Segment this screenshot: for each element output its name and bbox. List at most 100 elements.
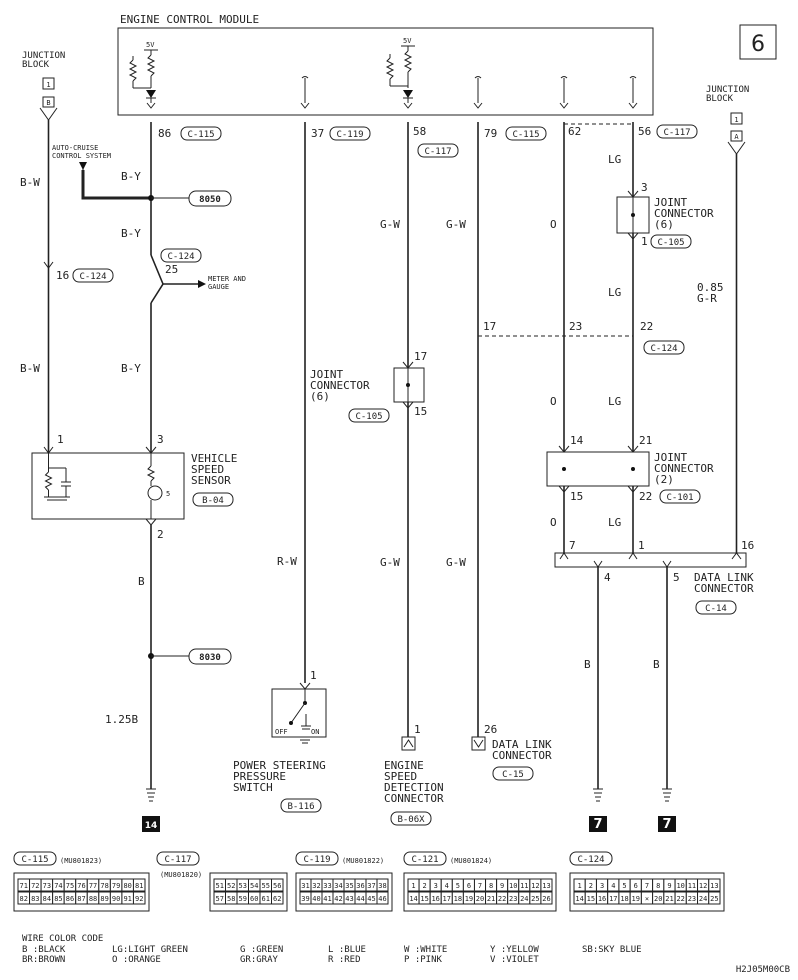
jc-bot-code-oval — [659, 489, 701, 504]
jc-bot-pin-22: 22 — [639, 490, 652, 503]
connector-pin-number: 79 — [112, 882, 120, 890]
jc-bot-code: C-101 — [666, 493, 693, 503]
connector-pin-number: 58 — [227, 895, 235, 903]
esd-code: B-06X — [397, 815, 425, 825]
connector-pin-number: 4 — [611, 882, 615, 890]
connector-pin-number: 32 — [312, 882, 320, 890]
connector-pin-number: 23 — [688, 895, 696, 903]
connector-pin-number: 91 — [123, 895, 131, 903]
page-number-box — [739, 24, 777, 60]
label-line: CONNECTOR — [694, 582, 754, 595]
connector-pin-number: 40 — [312, 895, 320, 903]
wire-gw-label-1: G-W — [380, 218, 400, 231]
connector-pin-number: 20 — [654, 895, 662, 903]
connector-pin-number: 78 — [100, 882, 108, 890]
connector-pin-number: 35 — [345, 882, 353, 890]
c117-label-a: C-117 — [424, 147, 451, 157]
dlc-c15-code-oval — [492, 766, 534, 781]
ecm-pin-37: 37 — [311, 127, 324, 140]
connector-pin-number: 43 — [345, 895, 353, 903]
ecm-pin-56: 56 — [638, 125, 651, 138]
pin-25-label: 25 — [165, 263, 178, 276]
connector-pin-number: 1 — [411, 882, 415, 890]
connector-pin-number: 8 — [656, 882, 660, 890]
label-line: JUNCTION — [22, 51, 65, 61]
wire-lg-label-3: LG — [608, 395, 621, 408]
connector-part-number: (MU801823) — [60, 857, 102, 865]
connector-pin-cell — [540, 891, 553, 905]
label-line: CONNECTOR — [654, 207, 714, 220]
c117-label-b: C-117 — [663, 128, 690, 138]
jc-mid-code-oval — [348, 408, 390, 423]
wire-color-entry: BR:BROWN — [22, 955, 65, 965]
connector-pin-number: 81 — [135, 882, 143, 890]
connector-pin-number: 6 — [467, 882, 471, 890]
ground-ref-7b: 7 — [662, 817, 671, 832]
connector-pin-number: 24 — [699, 895, 707, 903]
label-line: JOINT — [654, 451, 687, 464]
dlc-c15-code: C-15 — [502, 770, 524, 780]
connector-part-number: (MU801824) — [450, 857, 492, 865]
ps-switch-box — [271, 688, 327, 738]
jb-left-connector-box — [42, 77, 55, 90]
ecm-pin-62: 62 — [568, 125, 581, 138]
connector-pin-number: 55 — [262, 882, 270, 890]
connector-pin-number: 76 — [77, 882, 85, 890]
wire-lg-label-4: LG — [608, 516, 621, 529]
wire-auto-cruise — [81, 170, 151, 200]
label-line: GAUGE — [208, 283, 229, 291]
connector-pin-number: 74 — [54, 882, 62, 890]
ecm-pullup-circuit-2: 5V — [385, 37, 415, 109]
connector-pin-number: 86 — [66, 895, 74, 903]
label-line: JOINT — [310, 368, 343, 381]
connector-pin-cell — [708, 878, 721, 892]
wire-b-label-1: B — [138, 575, 145, 588]
connector-pin-number: 34 — [334, 882, 342, 890]
ecm-vref-label-2: 5V — [403, 37, 412, 45]
esd-box — [401, 736, 416, 751]
connector-pin-cell — [376, 891, 389, 905]
wire-color-entry: GR:GRAY — [240, 955, 279, 965]
wire-bw-label-2: B-W — [20, 362, 40, 375]
wire-color-entry: L :BLUE — [328, 945, 366, 955]
splice-8050-label: 8050 — [199, 195, 221, 205]
jc-bot-pin-15: 15 — [570, 490, 583, 503]
connector-pin-cell — [540, 878, 553, 892]
connector-pin-number: 21 — [487, 895, 495, 903]
connector-code-oval — [403, 851, 447, 866]
connector-pin-number: 7 — [478, 882, 482, 890]
label-line: (6) — [310, 390, 330, 403]
dlc-c14-pin-7: 7 — [569, 539, 576, 552]
ground-symbol-7a — [593, 788, 603, 802]
connector-pin-number: 16 — [431, 895, 439, 903]
label-line: POWER STEERING — [233, 759, 326, 772]
dlc-c14-box — [554, 552, 747, 568]
connector-pin-number: 51 — [216, 882, 224, 890]
c119-oval — [329, 126, 371, 141]
connector-pin-number: × — [645, 895, 649, 903]
label-line: BLOCK — [22, 60, 50, 70]
wire-by-label-2: B-Y — [121, 227, 141, 240]
connector-pin-number: 75 — [66, 882, 74, 890]
jc-top-pin-3: 3 — [641, 181, 648, 194]
connector-pin-number: 26 — [542, 895, 550, 903]
wire-color-entry: W :WHITE — [404, 945, 447, 955]
connector-code: C-119 — [303, 855, 330, 865]
c124-label-a: C-124 — [79, 272, 106, 282]
ps-switch-off: OFF — [275, 728, 288, 736]
ps-switch-on: ON — [311, 728, 319, 736]
wire-color-entry: O :ORANGE — [112, 955, 161, 965]
connector-pin-number: 52 — [227, 882, 235, 890]
connector-pin-number: 46 — [378, 895, 386, 903]
connector-pin-number: 13 — [710, 882, 718, 890]
label-line: SPEED — [384, 770, 417, 783]
